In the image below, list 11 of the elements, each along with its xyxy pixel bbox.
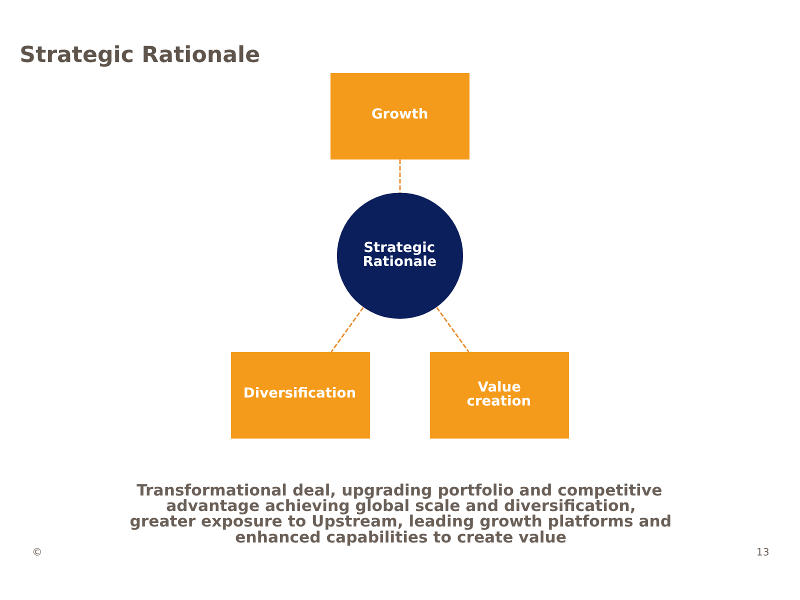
connector bbox=[436, 307, 470, 352]
label: © bbox=[32, 547, 42, 558]
label: Transformational deal, upgrading portfolio and competitive advantage achieving global scale and diversification, greater exposure to Upstream, leading growth platforms and enhanced capabilities to create value bbox=[130, 480, 672, 546]
node-box: Value creation bbox=[430, 352, 569, 439]
connector bbox=[399, 160, 401, 193]
label: 13 bbox=[756, 547, 770, 558]
diagram-title: Strategic Rationale bbox=[20, 42, 260, 68]
connector bbox=[330, 307, 364, 352]
node-circle: Strategic Rationale bbox=[336, 192, 464, 319]
node-box: Diversification bbox=[231, 352, 370, 439]
node-box: Growth bbox=[330, 73, 470, 160]
